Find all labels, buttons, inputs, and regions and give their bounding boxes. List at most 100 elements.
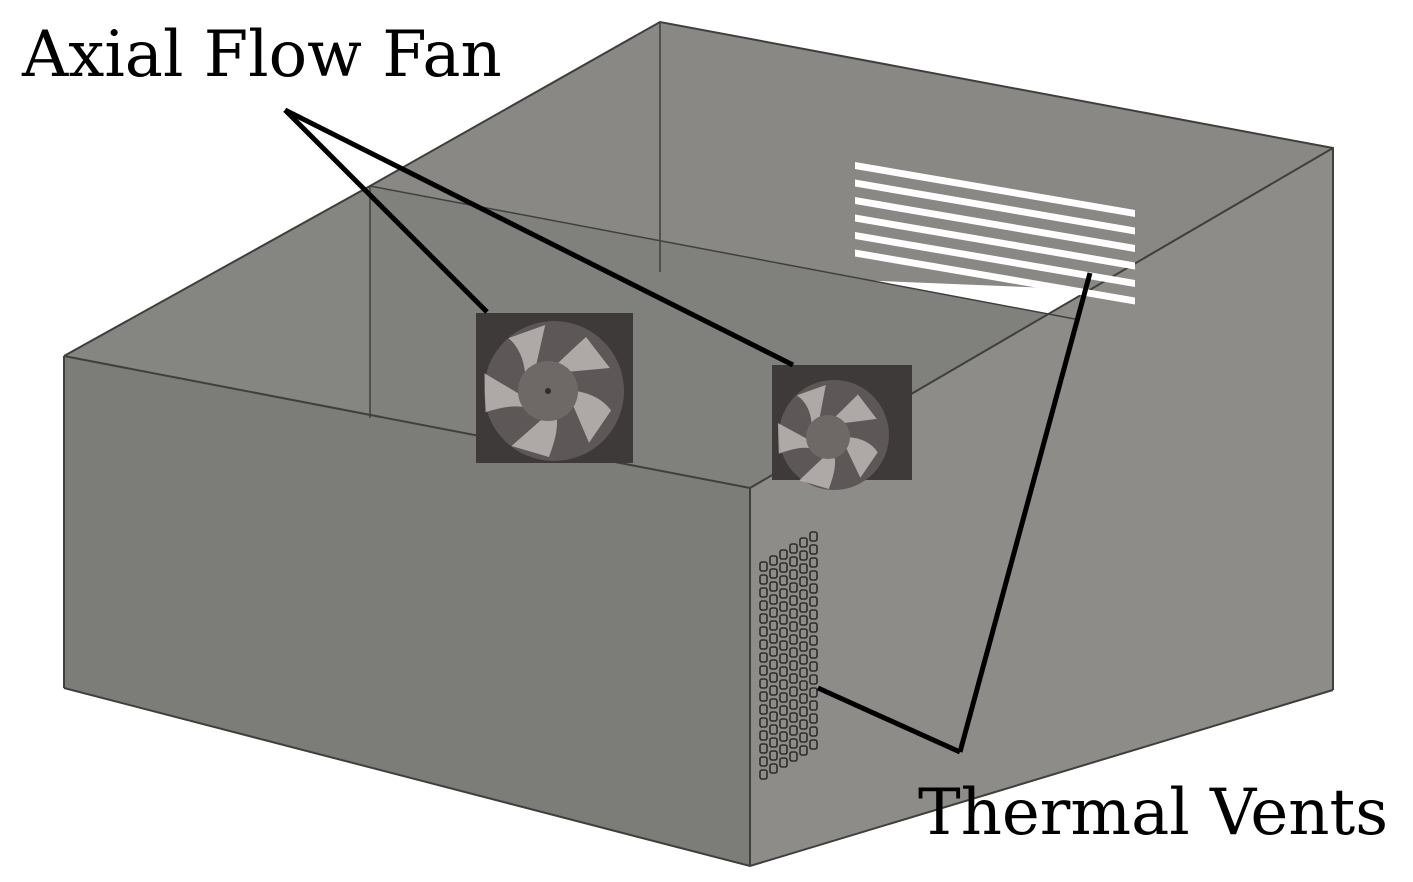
vent-hole: [799, 628, 808, 639]
vent-hole: [789, 699, 798, 710]
vent-hole: [809, 687, 818, 698]
vent-hole: [799, 589, 808, 600]
vent-hole: [759, 665, 768, 676]
vent-hole: [809, 609, 818, 620]
vent-hole: [799, 615, 808, 626]
vent-hole: [799, 745, 808, 756]
vent-hole: [789, 725, 798, 736]
vent-hole: [799, 719, 808, 730]
bottom-edge: [63, 687, 1334, 868]
vent-hole: [759, 652, 768, 663]
vent-hole: [789, 621, 798, 632]
vent-hole: [789, 673, 798, 684]
fan-blade: [556, 337, 610, 372]
fan-blade: [777, 423, 812, 454]
vent-hole: [799, 576, 808, 587]
vent-hole: [769, 763, 778, 774]
fan-blade: [845, 437, 878, 478]
fan-blade: [484, 373, 526, 413]
vent-hole: [789, 608, 798, 619]
vent-hole: [769, 620, 778, 631]
vent-hole: [769, 568, 778, 579]
fan-blade: [508, 325, 546, 375]
perforated-vent-panel: [759, 531, 818, 780]
vent-hole: [799, 693, 808, 704]
vent-hole: [809, 726, 818, 737]
vent-hole: [759, 717, 768, 728]
vent-hole: [769, 659, 778, 670]
axial-fan-icon: [772, 365, 912, 490]
vent-hole: [769, 607, 778, 618]
front-wall: [64, 356, 750, 866]
vent-hole: [759, 704, 768, 715]
vent-hole: [789, 647, 798, 658]
vent-hole: [759, 678, 768, 689]
leader-lines: [283, 107, 1093, 755]
vent-hole: [789, 712, 798, 723]
vent-hole: [799, 667, 808, 678]
vent-hole: [769, 737, 778, 748]
fan-blade: [796, 385, 826, 426]
vent-hole: [779, 757, 788, 768]
vent-hole: [769, 555, 778, 566]
vent-hole: [769, 698, 778, 709]
vent-hole: [779, 731, 788, 742]
vent-hole: [809, 635, 818, 646]
vent-hole: [759, 613, 768, 624]
vent-hole: [769, 750, 778, 761]
vent-hole: [809, 570, 818, 581]
vent-hole: [779, 679, 788, 690]
fan-blade: [834, 394, 877, 424]
vent-hole: [779, 653, 788, 664]
partition-top-edge: [369, 185, 1081, 321]
fan-leader-1: [283, 108, 489, 314]
vent-hole: [789, 660, 798, 671]
vents-label: Thermal Vents: [918, 776, 1388, 850]
vent-hole: [779, 614, 788, 625]
vent-leader-2: [816, 685, 962, 755]
vent-slot: [855, 232, 1135, 287]
vent-hole: [759, 561, 768, 572]
vent-hole: [809, 583, 818, 594]
vent-hole: [759, 600, 768, 611]
vent-hole: [799, 654, 808, 665]
back-wall-right: [660, 22, 1333, 300]
vent-hole: [809, 596, 818, 607]
vent-hole: [779, 601, 788, 612]
vent-hole: [779, 692, 788, 703]
vent-hole: [799, 732, 808, 743]
vent-hole: [809, 713, 818, 724]
vent-hole: [809, 661, 818, 672]
vent-hole: [809, 700, 818, 711]
vent-hole: [789, 556, 798, 567]
axial-fan-icon: [476, 313, 633, 463]
vent-hole: [789, 569, 798, 580]
vent-hole: [789, 543, 798, 554]
vent-hole: [789, 595, 798, 606]
fan-blade: [799, 456, 836, 489]
vent-slot: [855, 214, 1135, 270]
vent-hole: [799, 550, 808, 561]
vent-hole: [779, 666, 788, 677]
vent-hole: [769, 711, 778, 722]
vent-hole: [769, 581, 778, 592]
vent-hole: [789, 582, 798, 593]
vent-hole: [779, 588, 788, 599]
right-wall: [750, 148, 1333, 866]
vent-hole: [769, 724, 778, 735]
vent-hole: [759, 587, 768, 598]
vent-hole: [789, 686, 798, 697]
vent-hole: [809, 648, 818, 659]
vent-hole: [809, 544, 818, 555]
vent-hole: [769, 685, 778, 696]
vent-hole: [799, 641, 808, 652]
vent-hole: [799, 563, 808, 574]
fan-leader-2: [283, 107, 795, 368]
vent-leader-1: [957, 272, 1093, 753]
vent-hole: [789, 634, 798, 645]
vent-hole: [789, 751, 798, 762]
vent-hole: [809, 739, 818, 750]
vent-slot: [855, 179, 1135, 235]
vent-slot: [855, 197, 1135, 252]
vent-hole: [769, 646, 778, 657]
